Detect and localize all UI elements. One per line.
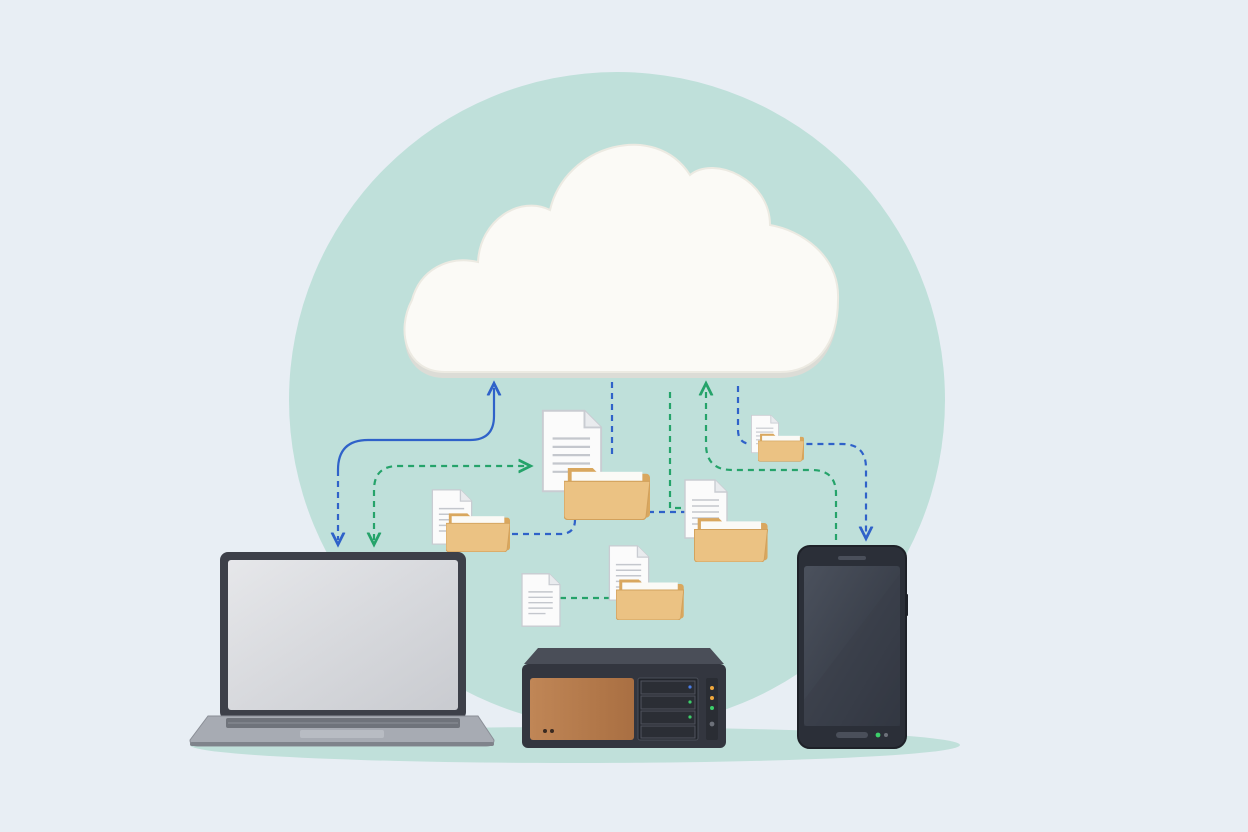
folder-icon [446,512,510,552]
cloud-icon [403,143,840,378]
smartphone-icon [797,545,908,749]
folder-icon [616,579,684,620]
nas-server-icon [522,648,726,748]
folder-icon [758,433,804,462]
sync-arrow-icon [706,388,838,540]
folder-icon [564,467,650,520]
sync-arrow-icon [336,388,494,471]
document-icon [521,573,561,627]
sync-arrow-icon [374,466,526,540]
laptop-icon [189,552,495,747]
folder-icon [694,517,768,562]
